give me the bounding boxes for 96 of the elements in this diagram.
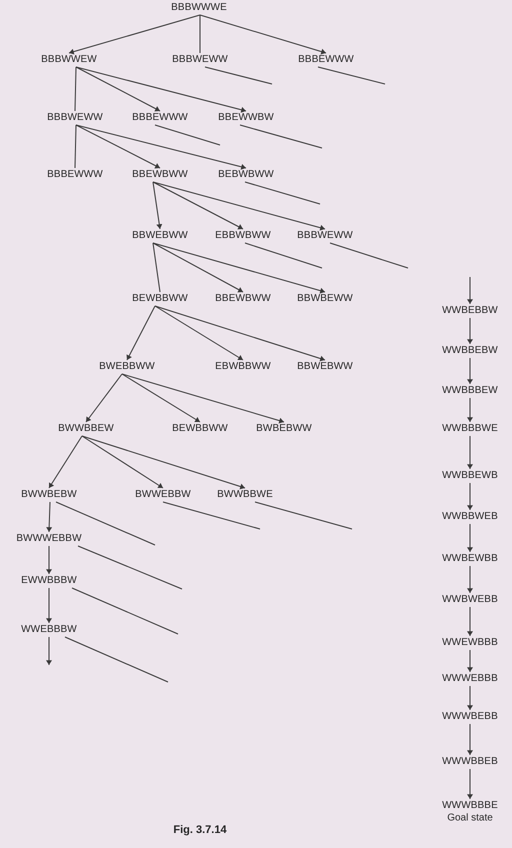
state-text: BBWEBWW xyxy=(297,361,353,373)
connector-line xyxy=(152,242,160,292)
state-text: WWBBBEW xyxy=(442,385,498,397)
state-text: EWWBBBW xyxy=(21,575,77,587)
connector-line xyxy=(74,124,76,168)
state-text: BEWBBWW xyxy=(132,293,188,305)
state-text: WWBBWEB xyxy=(442,511,498,523)
arrow xyxy=(467,724,473,756)
state-text: BWWEBBW xyxy=(135,489,191,501)
arrow xyxy=(152,182,244,230)
arrow xyxy=(467,606,473,636)
connector-line xyxy=(244,182,320,204)
state-text: BBBEWWW xyxy=(47,169,103,181)
state-text: WWBBEBW xyxy=(442,345,498,357)
state-text: BEWBBWW xyxy=(172,423,228,435)
state-text: BBBWEWW xyxy=(172,54,228,66)
arrow xyxy=(200,14,326,54)
state-text: BBBWEWW xyxy=(47,112,103,124)
arrow xyxy=(152,242,244,292)
arrow xyxy=(68,14,200,55)
connector-line xyxy=(254,502,352,530)
arrow xyxy=(46,546,52,574)
arrow xyxy=(467,686,473,710)
state-text: BWWBBEW xyxy=(58,423,114,435)
connector-line xyxy=(56,502,156,546)
arrow xyxy=(76,66,246,113)
connector-line xyxy=(204,66,272,84)
arrow xyxy=(152,182,326,231)
arrow xyxy=(76,124,160,168)
connector-line xyxy=(64,636,168,682)
figure-caption: Fig. 3.7.14 xyxy=(173,824,227,836)
arrow xyxy=(467,276,473,304)
connector-line xyxy=(154,124,220,146)
arrow xyxy=(126,306,156,360)
arrow xyxy=(467,524,473,552)
connector-line xyxy=(74,66,76,112)
connector-line xyxy=(330,242,408,268)
state-text: BEBWBWW xyxy=(218,169,274,181)
state-text: BBBWWWE xyxy=(171,2,227,14)
arrow xyxy=(122,374,284,424)
connector-line xyxy=(162,502,260,530)
arrow xyxy=(46,588,52,624)
connector-line xyxy=(318,66,386,84)
arrow xyxy=(467,482,473,510)
state-text: WWBEWBB xyxy=(442,553,498,565)
arrow xyxy=(46,636,52,666)
arrow xyxy=(467,318,473,344)
state-text: WWWBBEB xyxy=(442,756,498,768)
state-text: WWBWEBB xyxy=(442,594,498,606)
state-text: BBEWBWW xyxy=(215,293,271,305)
connector-line xyxy=(240,124,322,148)
arrow xyxy=(152,182,162,230)
state-text: WWBEBBW xyxy=(442,305,498,317)
state-text: BBBEWWW xyxy=(132,112,188,124)
connector-line xyxy=(72,588,178,634)
arrow xyxy=(86,374,122,422)
state-text: BBEWWBW xyxy=(218,112,274,124)
state-text: BBBWEWW xyxy=(297,230,353,242)
state-text: EBBWBWW xyxy=(215,230,271,242)
state-text: BWWWEBBW xyxy=(16,533,82,545)
arrow xyxy=(48,436,82,488)
arrow xyxy=(82,436,164,488)
arrow xyxy=(467,358,473,384)
state-text: EBWBBWW xyxy=(215,361,271,373)
connector-line xyxy=(78,546,182,590)
state-text: BWWBEBW xyxy=(21,489,77,501)
arrow xyxy=(152,242,326,294)
arrow xyxy=(467,436,473,470)
state-text: WWBBBWE xyxy=(442,423,498,435)
state-text: BBBEWWW xyxy=(298,54,354,66)
arrow xyxy=(76,124,246,170)
state-text: WWBBEWB xyxy=(442,470,498,482)
arrow xyxy=(467,650,473,672)
arrow xyxy=(467,768,473,800)
arrow xyxy=(467,398,473,422)
state-text: WWWBEBB xyxy=(442,711,498,723)
state-text: WWWBBBE xyxy=(442,800,498,812)
connector-line xyxy=(244,242,322,268)
state-text: WWEWBBB xyxy=(442,637,498,649)
arrow xyxy=(76,66,160,112)
state-note: Goal state xyxy=(447,812,493,824)
arrow xyxy=(46,502,52,532)
state-text: BBWEBWW xyxy=(132,230,188,242)
arrow xyxy=(82,436,246,490)
state-text: WWWEBBB xyxy=(442,673,498,685)
state-text: BBEWBWW xyxy=(132,169,188,181)
state-text: WWEBBBW xyxy=(21,624,77,636)
state-text: BWEBBWW xyxy=(99,361,155,373)
state-text: BBBWWEW xyxy=(41,54,97,66)
state-text: BWBEBWW xyxy=(256,423,312,435)
arrow xyxy=(467,566,473,594)
arrow xyxy=(154,306,326,362)
arrow xyxy=(154,306,244,360)
state-text: BBWBEWW xyxy=(297,293,353,305)
state-text: BWWBBWE xyxy=(217,489,273,501)
arrow xyxy=(122,374,200,422)
